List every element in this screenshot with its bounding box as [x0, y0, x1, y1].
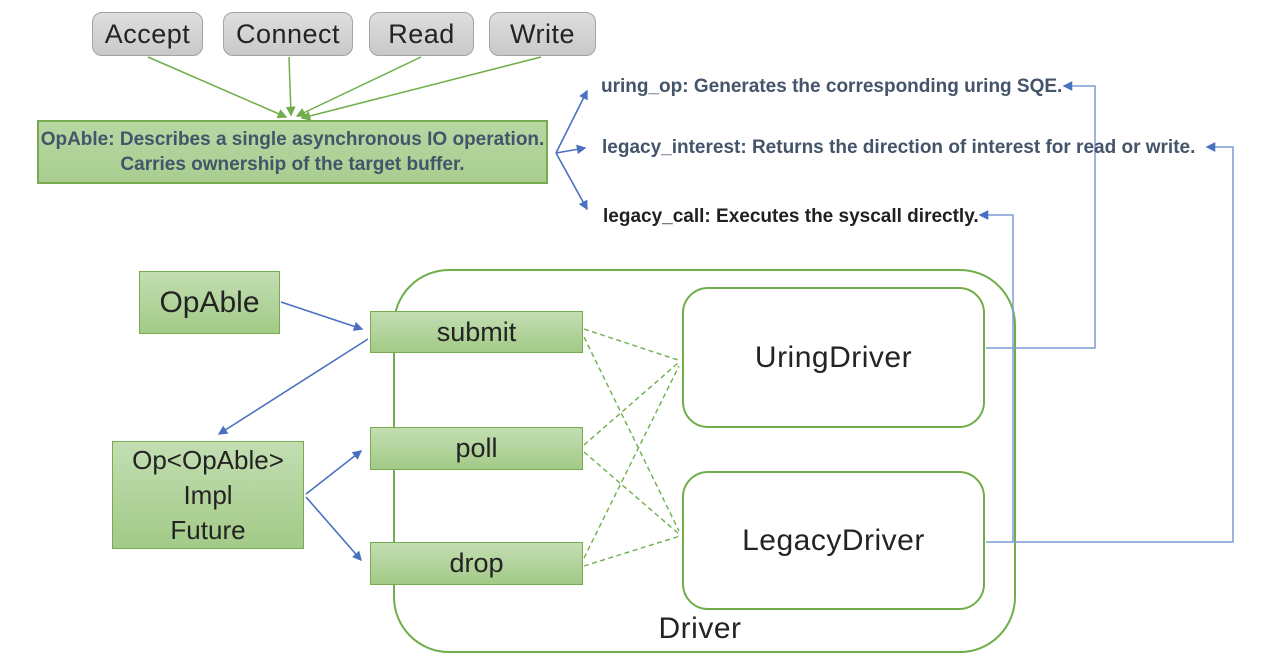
node-drop-label: drop	[449, 548, 504, 578]
node-drop: drop	[370, 542, 583, 585]
edge-op-impl-to-poll	[305, 450, 363, 495]
node-poll-label: poll	[455, 433, 498, 463]
edge-uringdriver-to-uring-op	[986, 81, 1096, 349]
node-uring-driver: UringDriver	[682, 287, 985, 428]
annotation-legacy-call: legacy_call: Executes the syscall direct…	[603, 206, 979, 227]
opable-note-line2: Carries ownership of the target buffer.	[120, 154, 465, 175]
edge-poll-to-legacydriver	[583, 451, 680, 535]
node-uring-driver-label: UringDriver	[754, 340, 913, 374]
node-legacy-driver: LegacyDriver	[682, 471, 985, 610]
edge-poll-to-uringdriver	[583, 362, 679, 446]
opable-note-line1: OpAble: Describes a single asynchronous …	[40, 129, 545, 150]
node-write: Write	[489, 12, 596, 56]
edge-note-to-legacy-interest	[555, 144, 587, 155]
driver-container-label: Driver	[658, 612, 742, 645]
node-accept: Accept	[92, 12, 203, 56]
node-connect-label: Connect	[235, 18, 341, 49]
node-op-impl-line1: Op<OpAble>	[132, 444, 284, 475]
node-read-label: Read	[388, 18, 455, 49]
node-connect: Connect	[223, 12, 353, 56]
edge-opable-to-submit	[280, 301, 364, 331]
edge-legacydriver-to-legacy-interest	[986, 142, 1234, 543]
edge-drop-to-legacydriver	[583, 535, 681, 567]
node-accept-label: Accept	[104, 18, 191, 49]
edge-note-to-legacy-call	[555, 152, 588, 211]
edge-op-impl-to-drop	[305, 496, 362, 562]
node-opable: OpAble	[139, 271, 280, 334]
node-op-impl-line2: Impl	[183, 479, 233, 510]
node-write-label: Write	[509, 18, 575, 49]
node-op-impl-future: Op<OpAble> Impl Future	[112, 441, 304, 549]
node-poll: poll	[370, 427, 583, 470]
edge-submit-to-legacydriver	[583, 336, 680, 532]
annotation-uring-op: uring_op: Generates the corresponding ur…	[601, 76, 1063, 97]
node-op-impl-line3: Future	[170, 514, 246, 545]
node-submit: submit	[370, 311, 583, 353]
edge-connect-to-opable-note	[285, 56, 296, 117]
node-read: Read	[369, 12, 474, 56]
node-legacy-driver-label: LegacyDriver	[742, 523, 925, 557]
opable-note: OpAble: Describes a single asynchronous …	[37, 120, 548, 184]
edge-write-to-opable-note	[300, 56, 542, 121]
edge-note-to-uring-op	[555, 89, 588, 154]
edge-submit-to-op-impl	[217, 338, 369, 435]
edge-read-to-opable-note	[295, 56, 422, 117]
node-opable-label: OpAble	[159, 285, 260, 319]
node-submit-label: submit	[436, 316, 517, 347]
edge-drop-to-uringdriver	[583, 365, 680, 559]
edge-accept-to-opable-note	[147, 56, 288, 119]
edge-submit-to-uringdriver	[583, 328, 679, 361]
annotation-legacy-interest: legacy_interest: Returns the direction o…	[602, 137, 1196, 158]
